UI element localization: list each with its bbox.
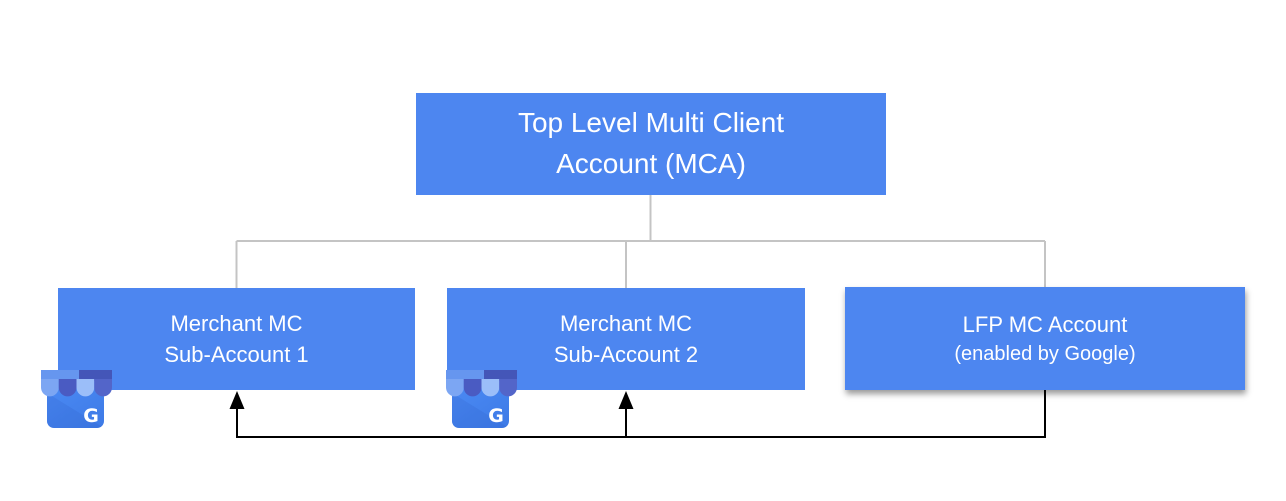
node-top-level-mca: Top Level Multi Client Account (MCA) [416, 93, 886, 195]
node-label-line: (enabled by Google) [954, 342, 1136, 365]
node-label-line: LFP MC Account [962, 311, 1128, 337]
node-label-line: Top Level Multi Client [517, 107, 785, 139]
node-merchant-sub-account-1: Merchant MC Sub-Account 1 [58, 288, 415, 390]
google-business-icon [446, 370, 517, 430]
google-business-icon [41, 370, 112, 430]
flow-line-lfp-to-subaccounts [236, 390, 1046, 438]
node-label-line: Sub-Account 2 [553, 342, 699, 367]
hierarchy-connector-lines [235, 195, 1046, 288]
arrowhead-to-sub1 [229, 391, 245, 409]
node-label-line: Account (MCA) [556, 148, 746, 179]
node-label-line: Sub-Account 1 [164, 342, 309, 367]
arrowhead-to-sub2 [618, 391, 634, 409]
node-label-line: Merchant MC [559, 310, 693, 336]
node-lfp-mc-account: LFP MC Account (enabled by Google) [845, 287, 1245, 390]
node-label-line: Merchant MC [170, 310, 303, 336]
